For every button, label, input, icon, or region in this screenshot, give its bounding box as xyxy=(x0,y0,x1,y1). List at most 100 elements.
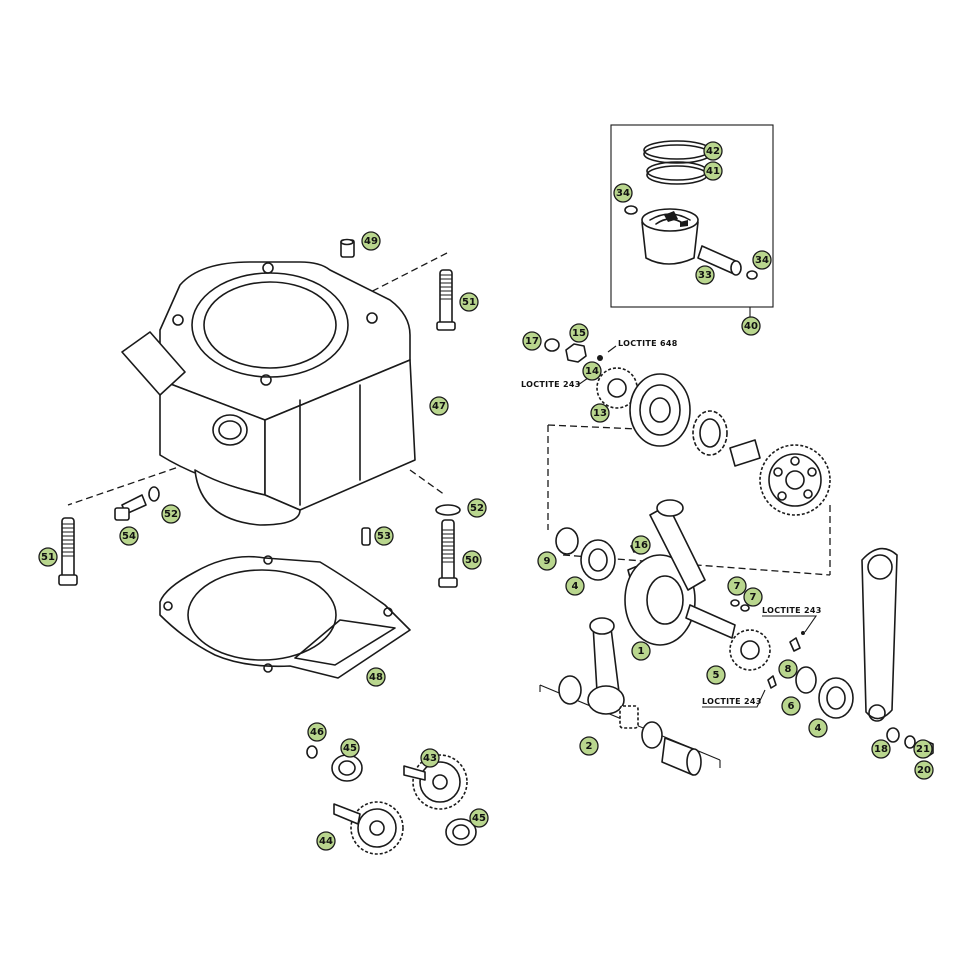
callout-7b: 7 xyxy=(743,587,763,607)
needle-bearing-lower xyxy=(619,705,639,729)
callout-48: 48 xyxy=(366,667,386,687)
cylinder-stud-bottom xyxy=(58,517,78,586)
stud-head xyxy=(436,321,456,331)
piston-kit-frame xyxy=(610,124,774,308)
callout-13: 13 xyxy=(590,403,610,423)
callout-bubble xyxy=(569,323,589,343)
gasket-hole-4 xyxy=(383,607,393,617)
cylinder-stud-hole-1 xyxy=(172,314,184,326)
sealing-washer xyxy=(148,486,160,502)
callout-number: 4 xyxy=(572,581,579,592)
callout-number: 50 xyxy=(465,555,479,566)
cylinder-stud-top xyxy=(436,269,456,331)
key-7b xyxy=(740,604,750,612)
gear-44-shaft xyxy=(333,803,361,825)
callout-number: 4 xyxy=(815,723,822,734)
cylinder-stud-line-right xyxy=(409,469,446,496)
loctite-648-leader xyxy=(607,345,617,353)
woodruff-key xyxy=(597,355,603,361)
callout-number: 1 xyxy=(638,646,645,657)
callout-number: 5 xyxy=(713,670,720,681)
callout-4b: 4 xyxy=(808,718,828,738)
callout-number: 34 xyxy=(755,255,769,266)
callout-number: 18 xyxy=(874,744,888,755)
callout-number: 49 xyxy=(364,236,378,247)
callout-bubble xyxy=(706,665,726,685)
freewheel-inner xyxy=(699,418,721,448)
callout-number: 43 xyxy=(423,753,437,764)
callout-number: 9 xyxy=(544,556,551,567)
main-bearing-right xyxy=(818,677,854,719)
callout-bubble xyxy=(914,760,934,780)
piston-circlip-right xyxy=(746,270,758,280)
callout-bubble xyxy=(420,748,440,768)
callout-number: 45 xyxy=(472,813,486,824)
piston-ring-top-inner xyxy=(643,144,711,164)
cylinder-body-right xyxy=(264,359,416,511)
callout-15: 15 xyxy=(569,323,589,343)
loctite-243-leader-bottom xyxy=(702,689,766,708)
callout-number: 2 xyxy=(586,741,593,752)
starter-gear-hole-4 xyxy=(777,491,787,501)
crank-seal-left xyxy=(555,527,579,555)
callout-21: 21 xyxy=(913,739,933,759)
seal-ring-17 xyxy=(544,338,560,352)
callout-6: 6 xyxy=(781,696,801,716)
callout-number: 51 xyxy=(41,552,55,563)
cylinder-stud-right xyxy=(435,504,461,588)
callout-1: 1 xyxy=(631,641,651,661)
callout-34b: 34 xyxy=(752,250,772,270)
timing-gear xyxy=(729,629,771,671)
callout-46: 46 xyxy=(307,722,327,742)
callout-34a: 34 xyxy=(613,183,633,203)
bearing-lower-inner xyxy=(452,824,470,840)
bolt-8-pin xyxy=(801,631,805,635)
loctite-648-note: LOCTITE 648 xyxy=(618,339,678,348)
callout-bubble xyxy=(340,738,360,758)
cylinder-group xyxy=(67,252,448,526)
callout-52a: 52 xyxy=(161,504,181,524)
callout-bubble xyxy=(366,667,386,687)
chain-guide-bottom-eye xyxy=(868,704,886,722)
piston-ring-second xyxy=(646,161,708,181)
piston-circlip-left xyxy=(624,205,638,215)
callout-bubble xyxy=(316,831,336,851)
gasket-bore xyxy=(187,569,337,661)
callout-9: 9 xyxy=(537,551,557,571)
banjo-bolt-head xyxy=(114,507,130,521)
callout-bubble xyxy=(808,718,828,738)
loctite-notes: LOCTITE 648 LOCTITE 243 LOCTITE 243 LOCT… xyxy=(521,339,822,708)
loctite-243-note-right: LOCTITE 243 xyxy=(762,606,822,615)
gear-44-hub-ring xyxy=(357,808,397,848)
callout-bubble xyxy=(781,696,801,716)
cylinder-stud-line-top xyxy=(354,252,448,301)
piston-ring-second-inner xyxy=(646,165,708,185)
callout-number: 47 xyxy=(432,401,446,412)
gasket-hole-3 xyxy=(263,663,273,673)
callout-bubble xyxy=(743,587,763,607)
crankshaft-group xyxy=(539,338,934,776)
callout-bubble xyxy=(429,396,449,416)
main-bearing-left xyxy=(580,539,616,581)
callout-51b: 51 xyxy=(38,547,58,567)
callout-7a: 7 xyxy=(727,576,747,596)
callout-number: 7 xyxy=(734,581,741,592)
stud-washer xyxy=(435,504,461,516)
gear-43-hub-ring xyxy=(419,761,461,803)
callout-14: 14 xyxy=(582,361,602,381)
callout-bubble xyxy=(565,576,585,596)
callout-bubble xyxy=(703,161,723,181)
gear-assembly-lower xyxy=(306,745,477,855)
callout-50: 50 xyxy=(462,550,482,570)
cylinder-stud-hole-3 xyxy=(366,312,378,324)
callout-18: 18 xyxy=(871,739,891,759)
stud-thread xyxy=(440,274,452,300)
callout-44: 44 xyxy=(316,831,336,851)
callout-bubble xyxy=(695,265,715,285)
bearing-lower xyxy=(445,818,477,846)
main-bearing-left-inner xyxy=(588,548,608,572)
callout-bubble xyxy=(913,739,933,759)
small-bearing-ring xyxy=(306,745,318,759)
bearing-upper xyxy=(331,754,363,782)
crank-shaft-end-right xyxy=(685,604,736,639)
